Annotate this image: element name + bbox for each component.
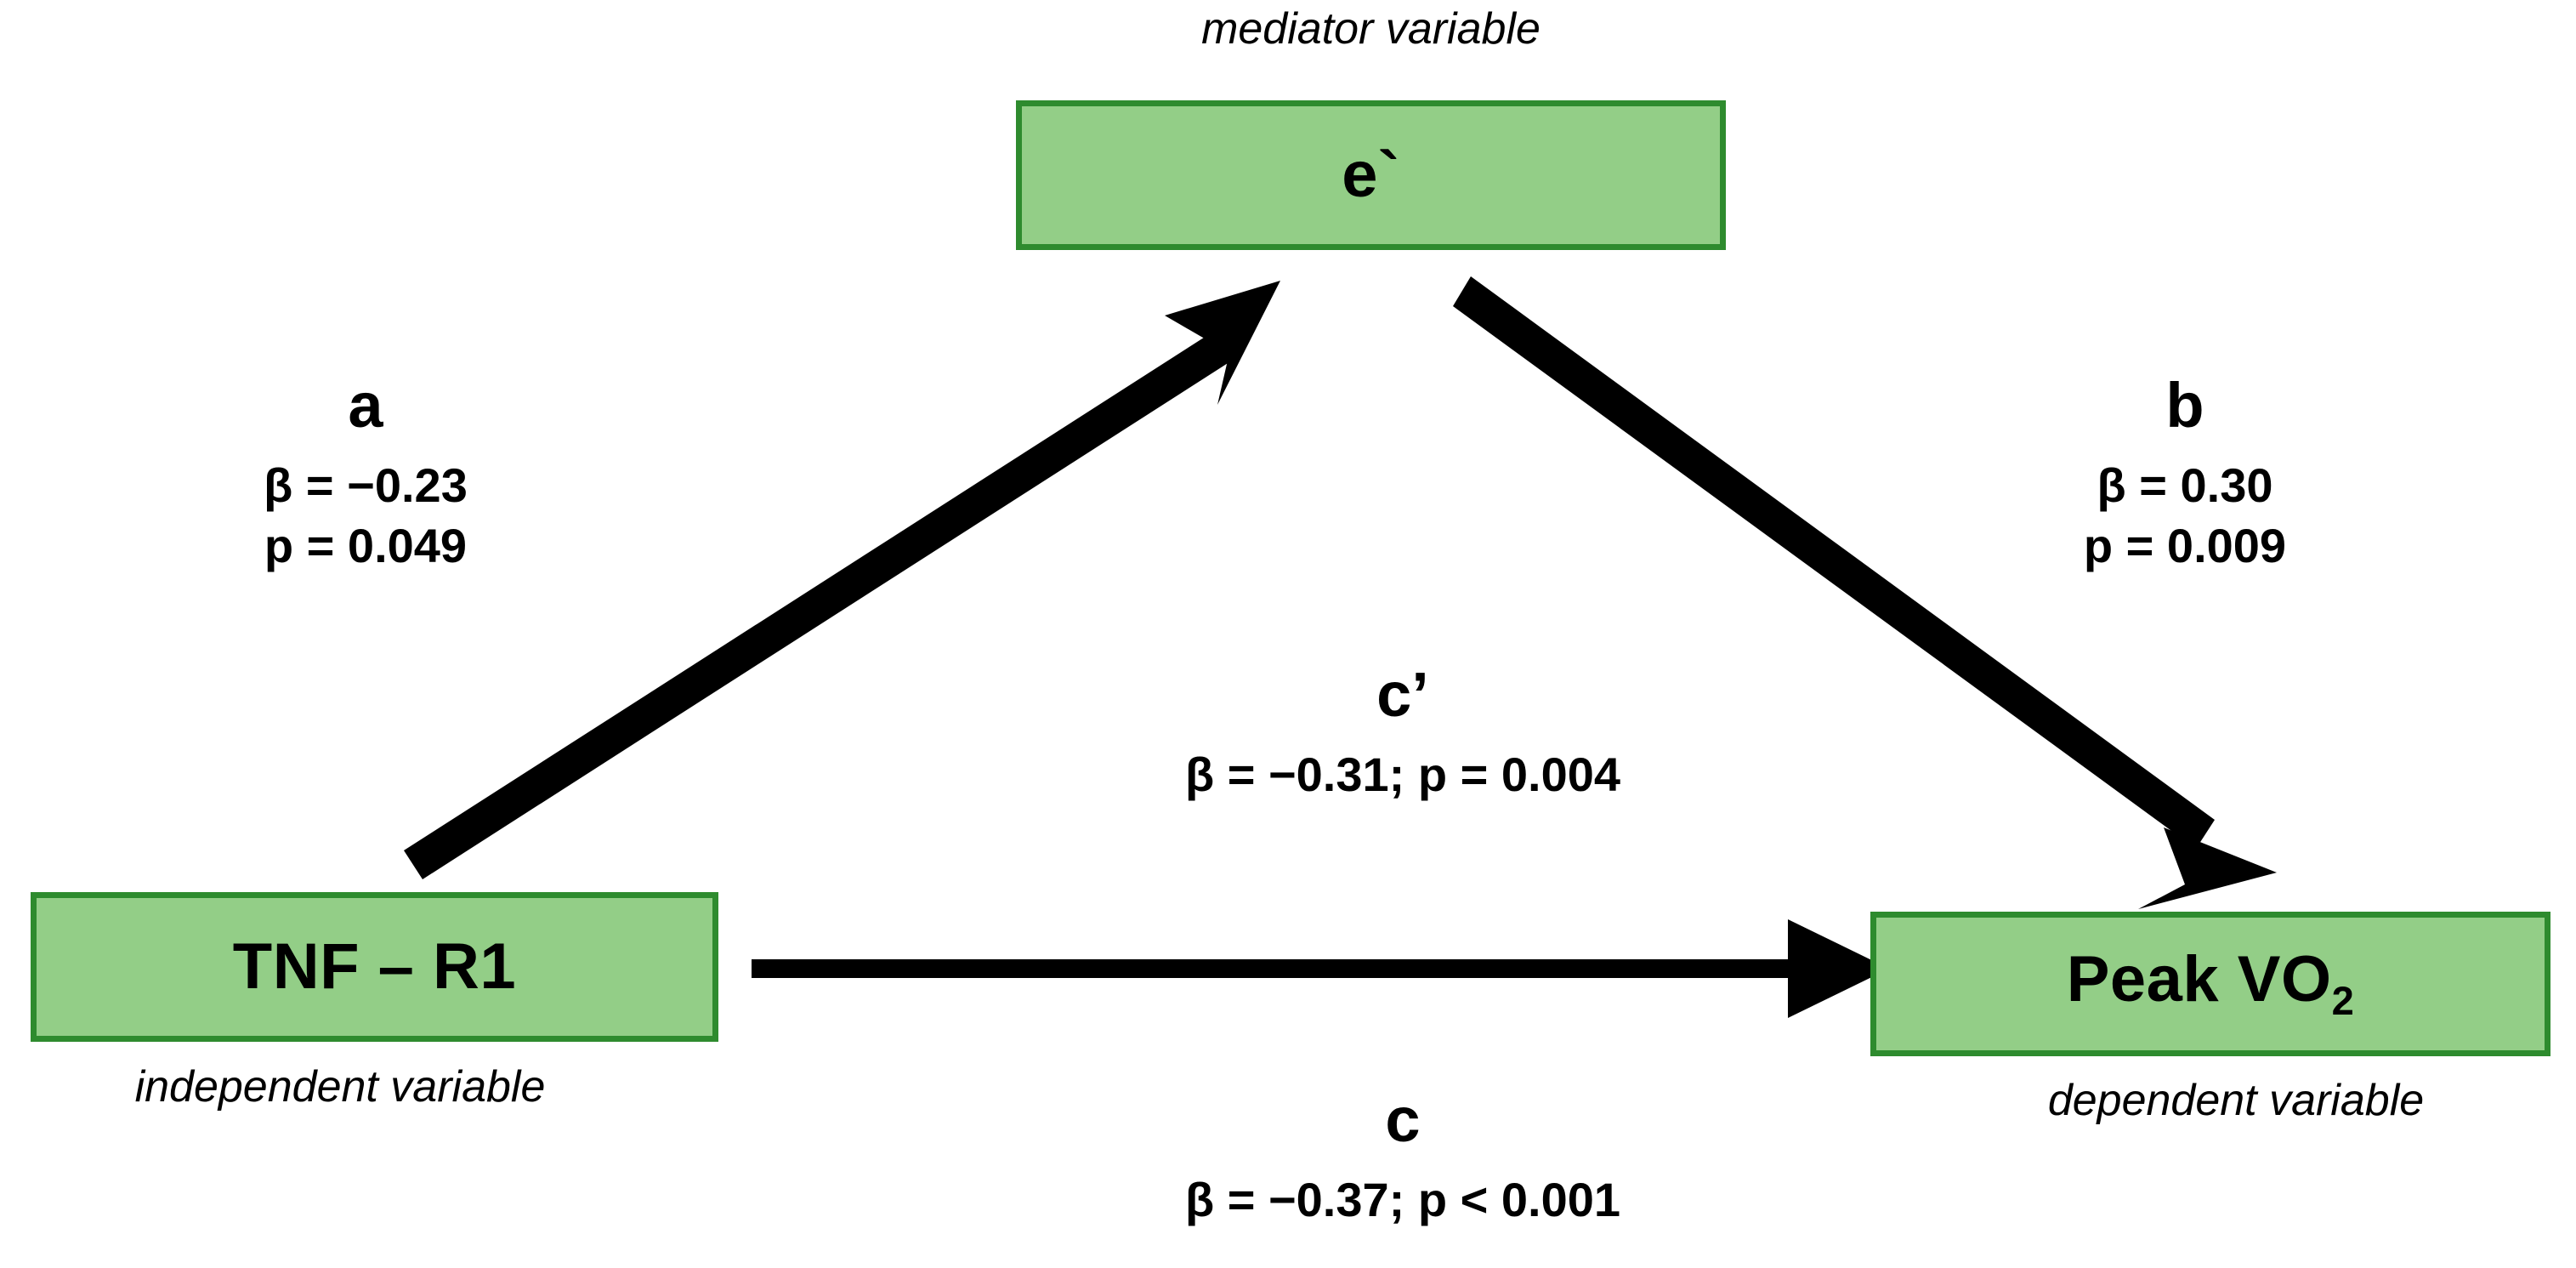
path-b-beta: β = 0.30 bbox=[2097, 458, 2273, 512]
path-a-pvalue: p = 0.049 bbox=[264, 519, 468, 573]
path-a-label: a β = −0.23 p = 0.049 bbox=[153, 366, 578, 577]
mediator-node[interactable]: e` bbox=[1016, 100, 1726, 250]
path-a-letter: a bbox=[348, 370, 383, 441]
mediator-node-label: e` bbox=[1342, 139, 1400, 211]
dependent-variable-label-text: Peak VO bbox=[2066, 942, 2332, 1015]
path-c-stats: β = −0.37; p < 0.001 bbox=[1184, 1172, 1621, 1226]
mediator-caption: mediator variable bbox=[1201, 4, 1540, 54]
dependent-variable-node[interactable]: Peak VO2 bbox=[1870, 912, 2550, 1056]
dependent-variable-node-label: Peak VO2 bbox=[2067, 947, 2355, 1021]
independent-variable-node-label: TNF – R1 bbox=[232, 930, 517, 1003]
path-c-prime-letter: c’ bbox=[1376, 659, 1429, 730]
independent-variable-caption: independent variable bbox=[134, 1062, 546, 1112]
path-c-letter: c bbox=[1385, 1084, 1421, 1155]
path-c-prime-label: c’ β = −0.31; p = 0.004 bbox=[1063, 655, 1743, 805]
path-a-beta: β = −0.23 bbox=[264, 458, 468, 512]
dependent-variable-label-subscript: 2 bbox=[2331, 978, 2355, 1024]
dependent-variable-caption: dependent variable bbox=[2047, 1076, 2425, 1125]
independent-variable-node[interactable]: TNF – R1 bbox=[31, 892, 718, 1042]
path-c-label: c β = −0.37; p < 0.001 bbox=[1063, 1080, 1743, 1230]
path-b-letter: b bbox=[2165, 370, 2204, 441]
path-c-prime-stats: β = −0.31; p = 0.004 bbox=[1184, 747, 1621, 801]
path-b-pvalue: p = 0.009 bbox=[2083, 519, 2287, 573]
arrow-path-c bbox=[752, 919, 1889, 1018]
path-b-label: b β = 0.30 p = 0.009 bbox=[1972, 366, 2397, 577]
